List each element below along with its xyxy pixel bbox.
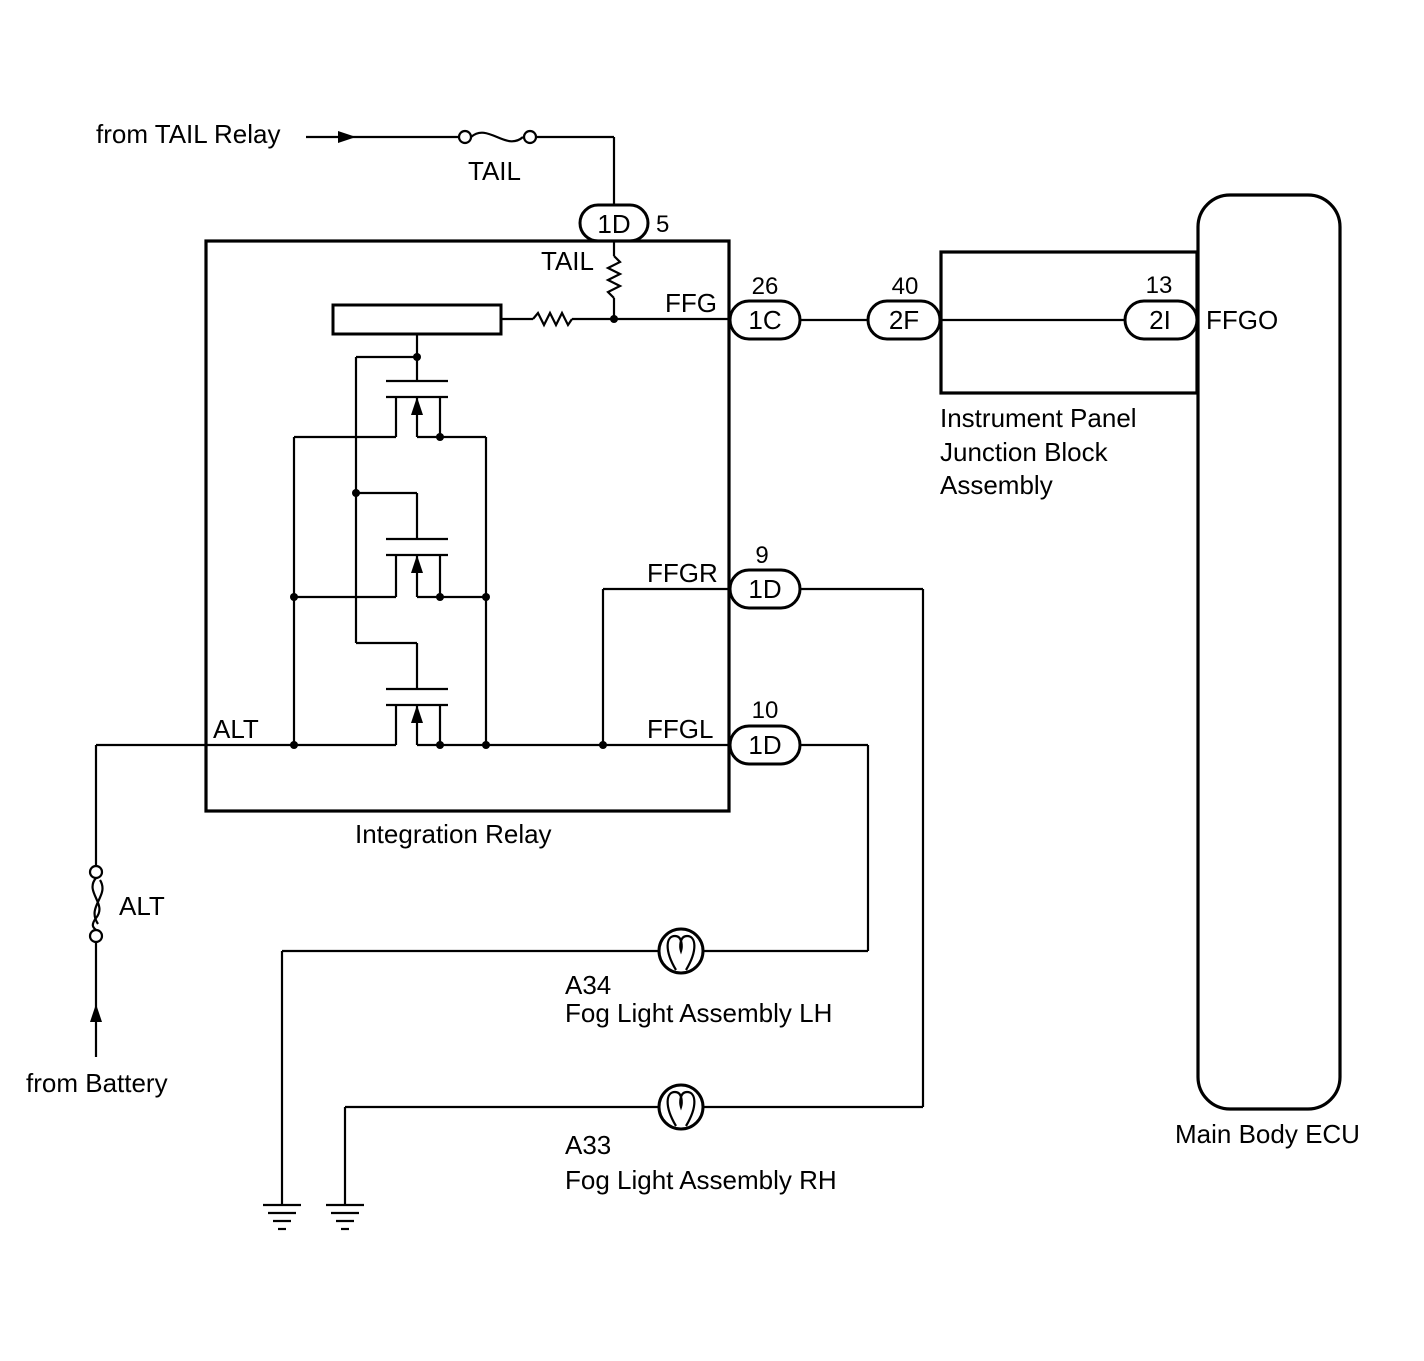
pin-number: 26 — [752, 273, 779, 300]
tail-feed-circuit: from TAIL Relay TAIL — [96, 119, 616, 205]
arrow-up-icon — [411, 705, 423, 723]
ground-icon — [263, 1203, 301, 1231]
tail-resistor — [605, 241, 623, 319]
fog-rh-code: A33 — [565, 1130, 611, 1160]
connector-1d-pin-9: 9 1D — [728, 542, 802, 610]
connector-id: 2I — [1149, 305, 1171, 335]
connector-2f-pin-40: 40 2F — [866, 273, 942, 341]
connector-1d-pin-10: 10 1D — [728, 697, 802, 766]
alt-terminal-label: ALT — [213, 714, 259, 744]
arrow-right-icon — [338, 131, 356, 143]
tail-fuse — [457, 129, 538, 145]
connector-1c-pin-26: 26 1C — [728, 273, 802, 341]
main-body-ecu-box — [1196, 193, 1342, 1111]
ffgl-label: FFGL — [647, 714, 713, 744]
pin-number: 9 — [755, 542, 768, 569]
ffg-resistor — [501, 310, 729, 328]
lamp-icon — [657, 1083, 705, 1131]
alt-fuse-label: ALT — [119, 891, 165, 921]
pin-number: 5 — [656, 211, 669, 238]
jb-label-line3: Assembly — [940, 470, 1053, 500]
control-ic-block — [331, 303, 503, 336]
from-tail-relay-label: from TAIL Relay — [96, 119, 280, 149]
arrow-up-icon — [411, 397, 423, 415]
integration-relay-box — [204, 239, 731, 813]
alt-ffgl-line — [96, 741, 729, 749]
connector-id: 1D — [597, 209, 630, 239]
tail-fuse-label: TAIL — [468, 156, 521, 186]
main-body-ecu-label: Main Body ECU — [1175, 1119, 1360, 1149]
ground-icon — [326, 1203, 364, 1231]
ffgr-line — [601, 587, 729, 745]
pin-number: 40 — [892, 273, 919, 300]
junction-dot — [610, 315, 618, 323]
connector-id: 1D — [748, 574, 781, 604]
ffgr-label: FFGR — [647, 558, 718, 588]
connector-1d-pin-5: 1D 5 — [578, 203, 669, 243]
jb-label-line2: Junction Block — [940, 437, 1109, 467]
ffg-label: FFG — [665, 288, 717, 318]
jb-label-line1: Instrument Panel — [940, 403, 1137, 433]
fog-light-lh-circuit — [263, 743, 870, 1231]
arrow-up-icon — [90, 1004, 102, 1022]
fog-light-rh-circuit — [326, 587, 925, 1231]
lamp-icon — [657, 927, 705, 975]
fog-lh-name: Fog Light Assembly LH — [565, 998, 832, 1028]
pin-number: 10 — [752, 697, 779, 724]
mosfet-2 — [290, 491, 490, 601]
fog-rh-name: Fog Light Assembly RH — [565, 1165, 837, 1195]
connector-2i-pin-13: 13 2I — [1123, 272, 1199, 341]
mosfet-3 — [356, 641, 448, 749]
connector-id: 1C — [748, 305, 781, 335]
pin-number: 13 — [1146, 272, 1173, 299]
mosfet-1 — [294, 357, 486, 441]
connector-id: 2F — [889, 305, 919, 335]
arrow-up-icon — [411, 555, 423, 573]
alt-feed-circuit — [88, 745, 104, 1057]
integration-relay-label: Integration Relay — [355, 819, 552, 849]
fog-lh-code: A34 — [565, 970, 611, 1000]
connector-id: 1D — [748, 730, 781, 760]
from-battery-label: from Battery — [26, 1068, 168, 1098]
ffgo-label: FFGO — [1206, 305, 1278, 335]
alt-fusible-link — [88, 864, 104, 944]
tail-resistor-label: TAIL — [541, 246, 594, 276]
